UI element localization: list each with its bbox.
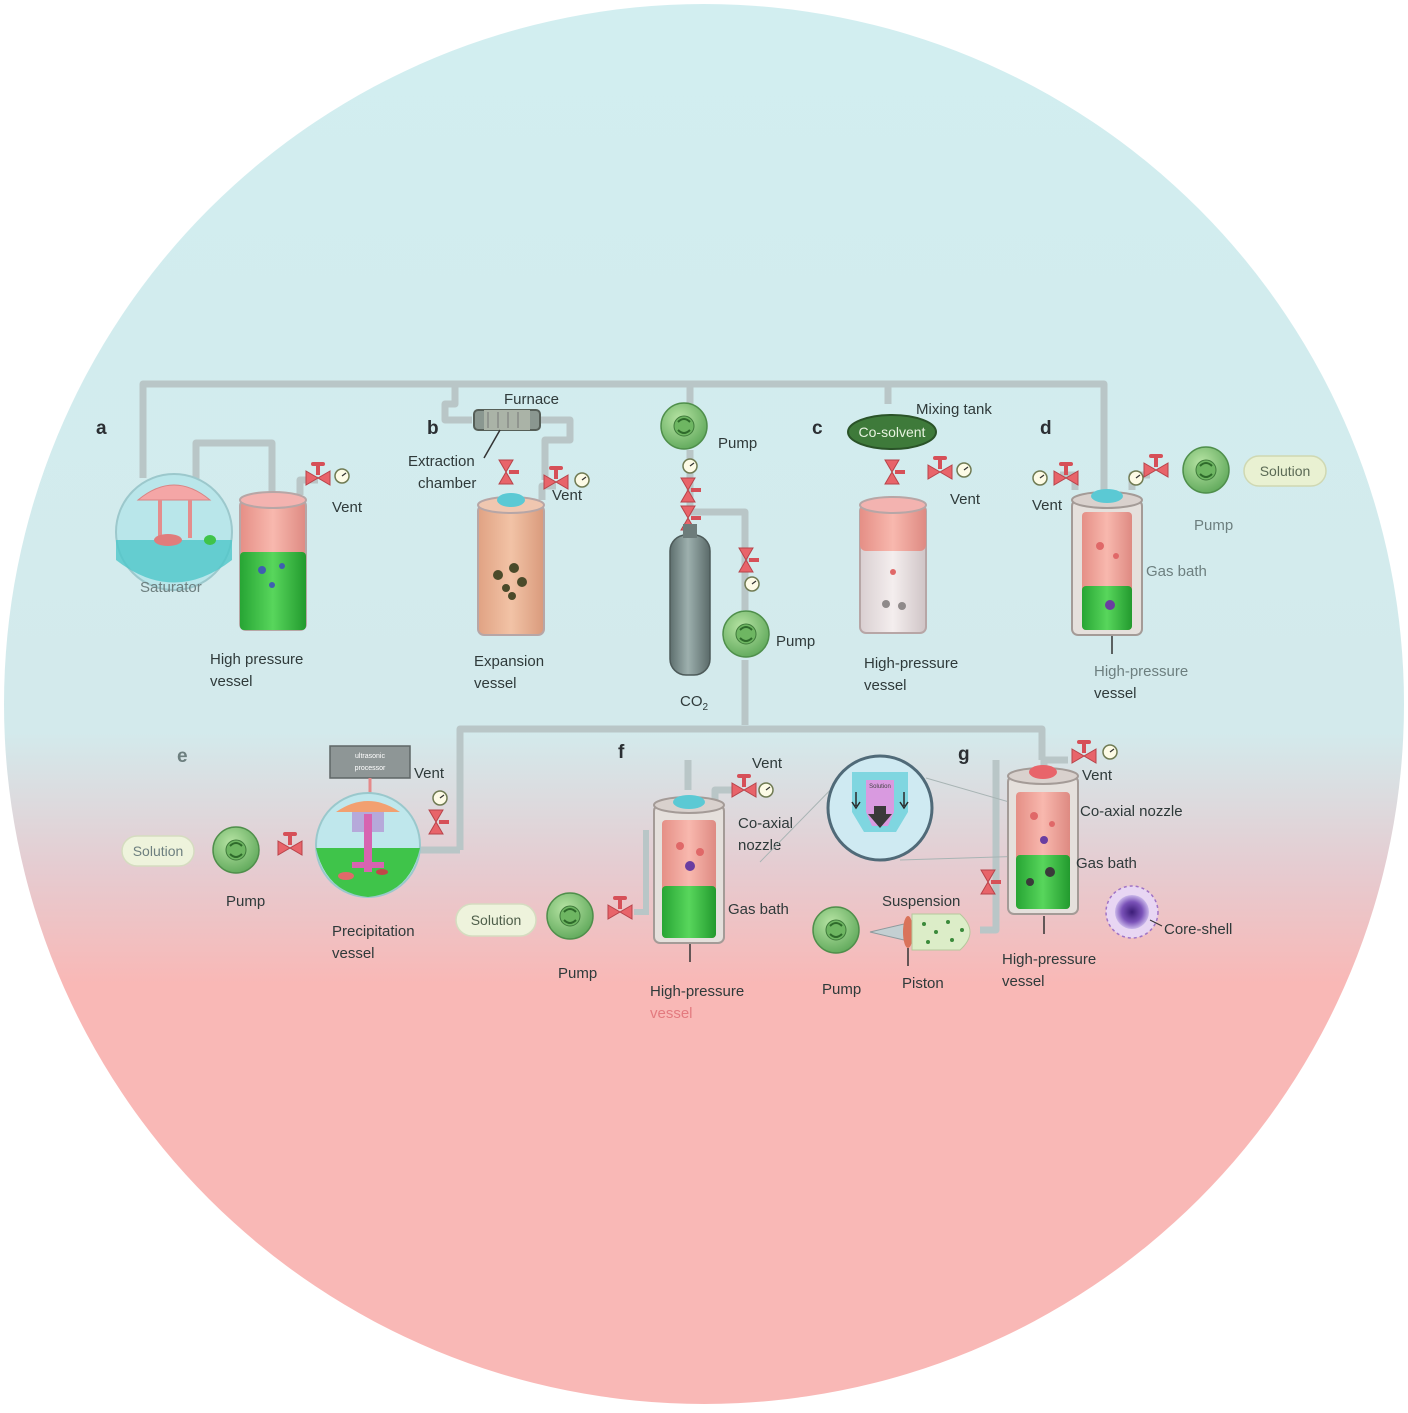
solution-reservoir-d: Solution [1244, 456, 1326, 486]
gauge-icon [335, 469, 349, 483]
saturator-label: Saturator [140, 579, 202, 596]
pump-f-label: Pump [558, 965, 597, 982]
vent-label-f: Vent [752, 755, 783, 772]
piston-label: Piston [902, 975, 944, 992]
hp-vessel-d-label-2: vessel [1094, 685, 1137, 702]
coaxial-label-2: nozzle [738, 837, 781, 854]
gauge-icon-b [575, 473, 589, 487]
pump-d-label: Pump [1194, 517, 1233, 534]
coaxial-label-1: Co-axial [738, 815, 793, 832]
furnace-label: Furnace [504, 391, 559, 408]
pump-top[interactable] [661, 403, 707, 449]
pump-e[interactable] [213, 827, 259, 873]
high-pressure-vessel-g [1008, 765, 1078, 934]
expansion-vessel [478, 493, 544, 635]
gauge-d-2 [1129, 471, 1143, 485]
vent-label-b: Vent [552, 487, 583, 504]
vent-label-c: Vent [950, 491, 981, 508]
co2-cylinder [670, 524, 710, 675]
solution-label-d: Solution [1260, 463, 1311, 479]
gauge-f [759, 783, 773, 797]
hp-vessel-c-label-1: High-pressure [864, 655, 958, 672]
expansion-label-2: vessel [474, 675, 517, 692]
high-pressure-vessel-d [1072, 489, 1142, 654]
extraction-label-1: Extraction [408, 453, 475, 470]
pump-top-label: Pump [718, 435, 757, 452]
hp-vessel-a-label-2: vessel [210, 673, 253, 690]
solution-label-e: Solution [133, 843, 184, 859]
vent-label-a: Vent [332, 499, 363, 516]
hp-vessel-f-label-2: vessel [650, 1005, 693, 1022]
pump-e-label: Pump [226, 893, 265, 910]
gauge-center-1 [683, 459, 697, 473]
core-shell-label: Core-shell [1164, 921, 1232, 938]
solution-label-f: Solution [471, 912, 522, 928]
co-solvent-tank: Co-solvent [848, 415, 936, 449]
gas-bath-label-d: Gas bath [1146, 563, 1207, 580]
co-solvent-label: Co-solvent [859, 424, 926, 440]
hp-vessel-a-label-1: High pressure [210, 651, 303, 668]
gas-bath-label-f: Gas bath [728, 901, 789, 918]
panel-label-d: d [1040, 418, 1052, 439]
panel-label-a: a [96, 418, 107, 439]
expansion-label-1: Expansion [474, 653, 544, 670]
hp-vessel-g-label-2: vessel [1002, 973, 1045, 990]
gauge-e [433, 791, 447, 805]
ultrasonic-label-2: processor [355, 765, 386, 772]
gauge-center-2 [745, 577, 759, 591]
pump-f[interactable] [547, 893, 593, 939]
high-pressure-vessel-a [240, 492, 306, 630]
precipitation-label-1: Precipitation [332, 923, 415, 940]
coaxial-nozzle-label-g: Co-axial nozzle [1080, 803, 1183, 820]
precipitation-label-2: vessel [332, 945, 375, 962]
panel-label-f: f [618, 742, 625, 763]
vent-label-e: Vent [414, 765, 445, 782]
hp-vessel-f-label-1: High-pressure [650, 983, 744, 1000]
vent-label-g: Vent [1082, 767, 1113, 784]
vent-label-d: Vent [1032, 497, 1063, 514]
gas-bath-label-g: Gas bath [1076, 855, 1137, 872]
pump-middle[interactable] [723, 611, 769, 657]
precipitation-vessel [316, 793, 420, 897]
hp-vessel-d-label-1: High-pressure [1094, 663, 1188, 680]
panel-label-g: g [958, 744, 970, 765]
saturator [116, 474, 232, 590]
high-pressure-vessel-c [860, 497, 926, 633]
gauge-c [957, 463, 971, 477]
pump-middle-label: Pump [776, 633, 815, 650]
mixing-tank-label: Mixing tank [916, 401, 992, 418]
high-pressure-vessel-f [654, 795, 724, 962]
hp-vessel-g-label-1: High-pressure [1002, 951, 1096, 968]
pump-d[interactable] [1183, 447, 1229, 493]
ultrasonic-label-1: ultrasonic [355, 753, 385, 760]
pump-g[interactable] [813, 907, 859, 953]
pump-g-label: Pump [822, 981, 861, 998]
hp-vessel-c-label-2: vessel [864, 677, 907, 694]
panel-label-c: c [812, 418, 823, 439]
inset-solution-label: Solution [869, 784, 891, 790]
solution-reservoir-f: Solution [456, 904, 536, 936]
extraction-label-2: chamber [418, 475, 476, 492]
panel-label-b: b [427, 418, 439, 439]
suspension-label: Suspension [882, 893, 960, 910]
solution-reservoir-e: Solution [122, 836, 194, 866]
gauge-d-1 [1033, 471, 1047, 485]
gauge-g [1103, 745, 1117, 759]
panel-label-e: e [177, 746, 188, 767]
